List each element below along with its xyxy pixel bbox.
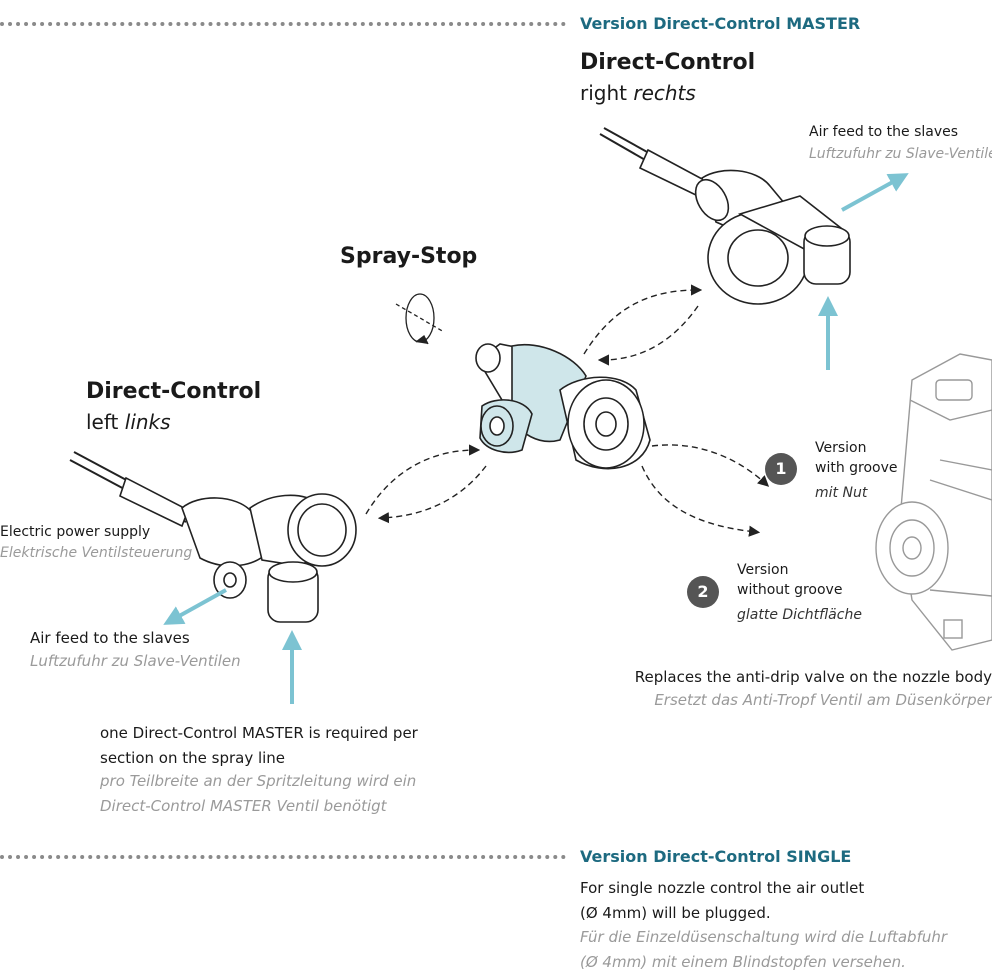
air-feed-right-en: Air feed to the slaves bbox=[809, 124, 959, 140]
single-en-1: For single nozzle control the air outlet bbox=[580, 879, 865, 897]
single-en-2: (Ø 4mm) will be plugged. bbox=[580, 904, 771, 922]
required-de-1: pro Teilbreite an der Spritzleitung wird… bbox=[100, 772, 417, 790]
replaces-en: Replaces the anti-drip valve on the nozz… bbox=[634, 668, 992, 686]
version-1-line1: Version bbox=[815, 440, 867, 456]
section-title-single: Version Direct-Control SINGLE bbox=[580, 847, 852, 866]
version-1-line2: with groove bbox=[815, 460, 898, 476]
direct-control-left-drawing bbox=[69, 451, 357, 623]
spray-stop-title: Spray-Stop bbox=[340, 244, 478, 269]
direct-control-left-subtitle: left links bbox=[86, 410, 171, 434]
power-supply-de: Elektrische Ventilsteuerung bbox=[0, 545, 193, 561]
version-1-badge: 1 bbox=[765, 453, 797, 485]
section-title-master: Version Direct-Control MASTER bbox=[580, 14, 861, 33]
rotation-icon bbox=[395, 293, 445, 345]
version-2-de: glatte Dichtfläche bbox=[737, 607, 862, 623]
replaces-de: Ersetzt das Anti-Tropf Ventil am Düsenkö… bbox=[654, 691, 992, 709]
air-feed-left-de: Luftzufuhr zu Slave-Ventilen bbox=[30, 652, 241, 670]
version-2-badge: 2 bbox=[687, 576, 719, 608]
single-de-1: Für die Einzeldüsenschaltung wird die Lu… bbox=[580, 928, 948, 946]
direct-control-left-title: Direct-Control bbox=[86, 379, 262, 404]
dashed-connectors bbox=[365, 284, 770, 537]
single-de-2: (Ø 4mm) mit einem Blindstopfen versehen. bbox=[580, 953, 906, 971]
air-feed-left-en: Air feed to the slaves bbox=[30, 629, 190, 647]
dotted-divider-top bbox=[0, 22, 566, 26]
direct-control-right-subtitle: right rechts bbox=[580, 81, 696, 105]
power-supply-en: Electric power supply bbox=[0, 524, 151, 540]
spray-stop-drawing bbox=[475, 343, 651, 470]
version-1-de: mit Nut bbox=[815, 485, 868, 501]
direct-control-right-title: Direct-Control bbox=[580, 50, 756, 75]
required-en-2: section on the spray line bbox=[100, 749, 286, 767]
air-feed-right-de: Luftzufuhr zu Slave-Ventilen bbox=[809, 146, 992, 162]
version-2-line1: Version bbox=[737, 562, 789, 578]
nozzle-body-drawing bbox=[875, 353, 992, 651]
required-de-2: Direct-Control MASTER Ventil benötigt bbox=[100, 797, 387, 815]
air-arrows bbox=[163, 173, 909, 704]
required-en-1: one Direct-Control MASTER is required pe… bbox=[100, 724, 418, 742]
dotted-divider-bottom bbox=[0, 855, 566, 859]
version-2-line2: without groove bbox=[737, 582, 843, 598]
direct-control-right-drawing bbox=[599, 127, 851, 305]
